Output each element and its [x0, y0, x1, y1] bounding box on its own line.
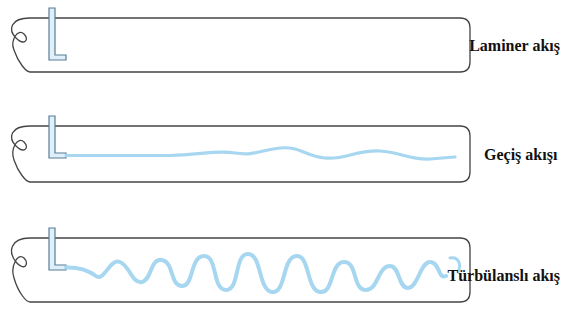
flow-label: Geçiş akışı	[484, 146, 557, 164]
pipe	[12, 238, 470, 302]
dye-streak	[66, 148, 455, 159]
dye-streak	[66, 56, 440, 59]
flow-label: Laminer akış	[469, 37, 560, 55]
pipe	[12, 18, 470, 72]
flow-label: Türbülanslı akış	[448, 267, 561, 285]
dye-streak	[66, 254, 446, 292]
dye-injector	[49, 8, 66, 270]
pipe	[12, 126, 470, 182]
